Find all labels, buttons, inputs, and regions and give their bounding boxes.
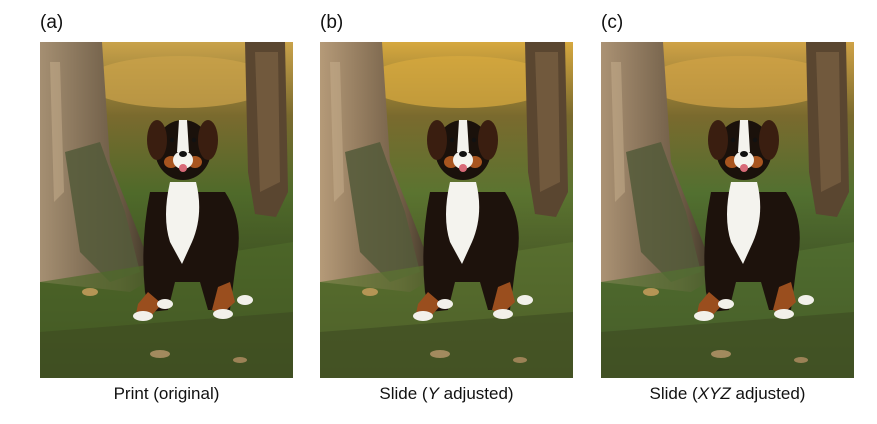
panel-label: (b) [320, 12, 344, 33]
dog-photo-print [40, 42, 293, 378]
panel-a: (a) [40, 0, 300, 424]
panel-label: (a) [40, 12, 64, 33]
panel-label: (c) [601, 12, 624, 33]
panel-b: (b) [320, 0, 580, 424]
panel-caption: Slide (XYZ adjusted) [649, 384, 806, 403]
dog-photo-slide-y [320, 42, 573, 378]
panel-c: (c) [601, 0, 861, 424]
panel-caption: Print (original) [113, 384, 220, 403]
panel-caption: Slide (Y adjusted) [379, 384, 514, 403]
dog-photo-slide-xyz [601, 42, 854, 378]
